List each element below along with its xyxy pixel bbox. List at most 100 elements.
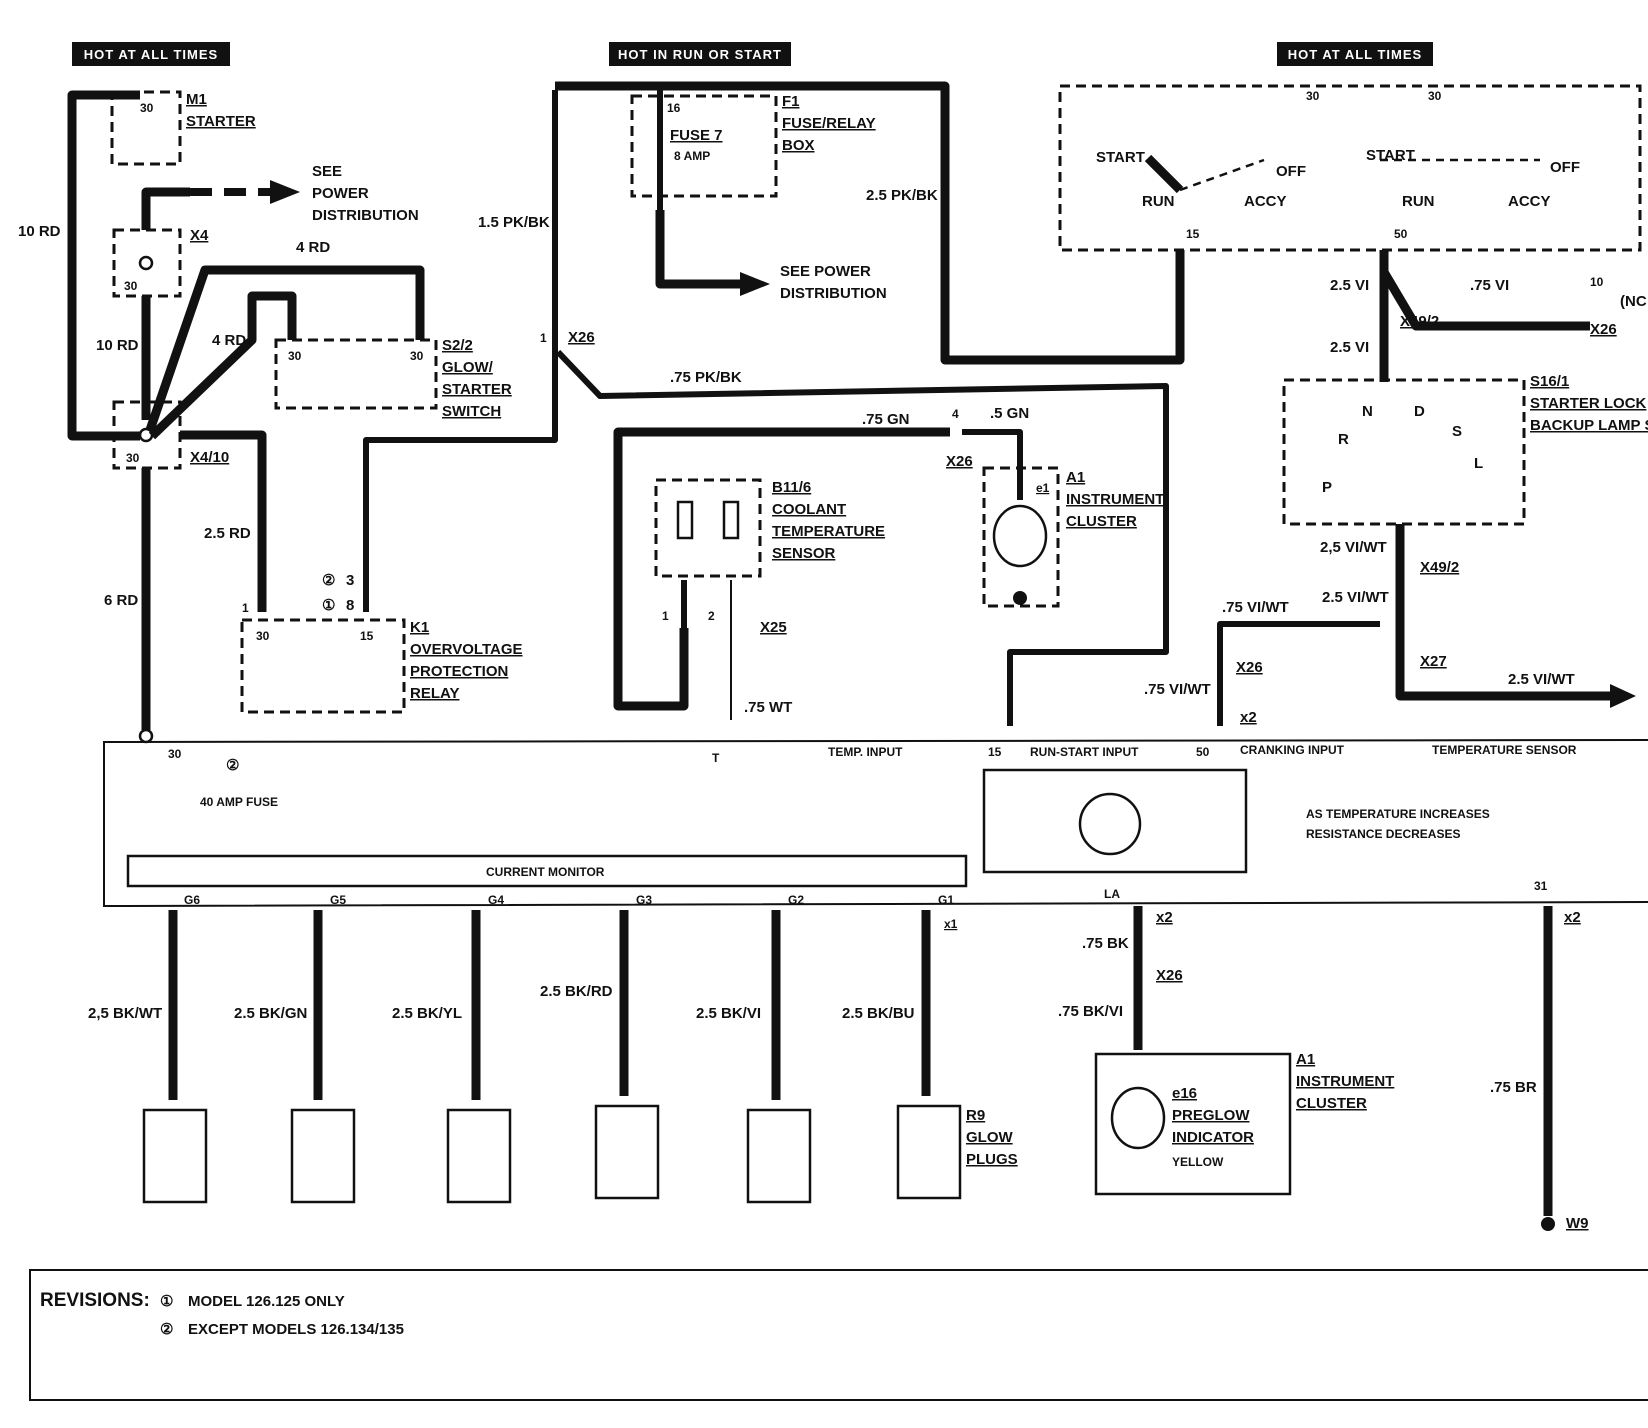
k1-rev1-mark: ①: [322, 597, 335, 614]
see-power-1: SEE: [312, 163, 342, 180]
temp-note-1: AS TEMPERATURE INCREASES: [1306, 807, 1490, 821]
e16-id: e16: [1172, 1085, 1197, 1102]
header-hot-at-all-times-left: HOT AT ALL TIMES: [72, 42, 230, 66]
wire-10rd-outer: [67, 90, 140, 441]
x26-label-e: X26: [1156, 967, 1183, 984]
wire-2-5rd: [180, 430, 267, 612]
x49-2-label-a: X49/2: [1400, 313, 1439, 330]
ground-a1-icon: [1013, 591, 1027, 605]
module-pin15: 15: [988, 745, 1002, 759]
transistor-icon: [1078, 792, 1142, 856]
wire-label-1-5pkbk: 1.5 PK/BK: [478, 214, 550, 231]
x4-10-label: X4/10: [190, 449, 229, 466]
a1-name-top-1: INSTRUMENT: [1066, 491, 1164, 508]
svg-text:HOT AT ALL TIMES: HOT AT ALL TIMES: [84, 47, 218, 62]
svg-text:2.5 BK/VI: 2.5 BK/VI: [696, 1005, 761, 1022]
sw-r: R: [1338, 431, 1349, 448]
ign-switch-dash-a: [1179, 158, 1265, 192]
k1-pin1-num: 1: [242, 601, 249, 615]
x4-label: X4: [190, 227, 209, 244]
svg-text:HOT IN RUN OR START: HOT IN RUN OR START: [618, 47, 782, 62]
ign-off-a: OFF: [1276, 163, 1306, 180]
wire-label-75wt: .75 WT: [744, 699, 792, 716]
revisions-box: [29, 1269, 1648, 1401]
ign-accy-a: ACCY: [1244, 193, 1287, 210]
b116-id: B11/6: [772, 479, 811, 496]
f1-name-2: BOX: [782, 137, 815, 154]
wire-label-10rd-b: 10 RD: [96, 337, 139, 354]
temperature-sensor-label: TEMPERATURE SENSOR: [1432, 743, 1577, 757]
s151-id: S16/1: [1530, 373, 1569, 390]
wire-label-4rd-b: 4 RD: [212, 332, 246, 349]
wire-label-75pkbk: .75 PK/BK: [670, 369, 742, 386]
ign-off-b: OFF: [1550, 159, 1580, 176]
wire-label-75gn: .75 GN: [862, 411, 910, 428]
x26-label-b: X26: [946, 453, 973, 470]
x26-pin4: 4: [952, 407, 959, 421]
a1-name-bottom-1: INSTRUMENT: [1296, 1073, 1394, 1090]
sw-d: D: [1414, 403, 1425, 420]
module-pin50: 50: [1196, 745, 1210, 759]
svg-text:2.5 BK/YL: 2.5 BK/YL: [392, 1005, 462, 1022]
wire-label-75br: .75 BR: [1490, 1079, 1537, 1096]
a1-cluster-bottom-box: [1094, 1052, 1292, 1196]
wire-label-75viwt-a: .75 VI/WT: [1222, 599, 1289, 616]
ground-w9-icon: [1541, 1217, 1555, 1231]
svg-text:G1: G1: [938, 893, 954, 907]
module-pin30-terminal: [138, 728, 154, 744]
glow-plug-4: G4 2.5 BK/YL: [392, 893, 512, 1204]
x4-10-terminal: [138, 427, 154, 443]
k1-pin15: 15: [360, 629, 374, 643]
wire-label-4rd-a: 4 RD: [296, 239, 330, 256]
ign-run-b: RUN: [1402, 193, 1435, 210]
pin-la: LA: [1104, 887, 1120, 901]
x4-10-pin30: 30: [126, 451, 140, 465]
module-pin30: 30: [168, 747, 182, 761]
a1-id-top: A1: [1066, 469, 1085, 486]
svg-text:2.5 BK/RD: 2.5 BK/RD: [540, 983, 613, 1000]
temp-input-label: TEMP. INPUT: [828, 745, 903, 759]
wire-label-75vi: .75 VI: [1470, 277, 1509, 294]
m1-pin30: 30: [140, 101, 154, 115]
wire-label-6rd: 6 RD: [104, 592, 138, 609]
preglow-lamp-icon: [1110, 1086, 1166, 1150]
b116-name-2: TEMPERATURE: [772, 523, 885, 540]
x27-label: X27: [1420, 653, 1447, 670]
s22-id: S2/2: [442, 337, 473, 354]
f1-pin16: 16: [667, 101, 681, 115]
x26-pin1: 1: [540, 331, 547, 345]
see-power2-1: SEE POWER: [780, 263, 871, 280]
ign-accy-b: ACCY: [1508, 193, 1551, 210]
a1-name-bottom-2: CLUSTER: [1296, 1095, 1367, 1112]
x26-label-a: X26: [568, 329, 595, 346]
e16-color: YELLOW: [1172, 1155, 1224, 1169]
s22-pin30a: 30: [288, 349, 302, 363]
fuse7-label: FUSE 7: [670, 127, 723, 144]
f1-box: [630, 94, 778, 198]
k1-pin30: 30: [256, 629, 270, 643]
x49-2-label-b: X49/2: [1420, 559, 1459, 576]
x26-pin10: 10: [1590, 275, 1604, 289]
header-hot-in-run-or-start: HOT IN RUN OR START: [609, 42, 791, 66]
wire-75viwt: [1217, 621, 1380, 726]
k1-pin8: 8: [346, 597, 354, 614]
x1-label: x1: [944, 917, 958, 931]
k1-id: K1: [410, 619, 429, 636]
e1-label: e1: [1036, 481, 1050, 495]
w9-label: W9: [1566, 1215, 1589, 1232]
k1-name-1: OVERVOLTAGE: [410, 641, 523, 658]
x25-label: X25: [760, 619, 787, 636]
arrow-power-dist-icon: [270, 180, 300, 204]
ign-switch-blade-a: [1144, 154, 1184, 194]
wire-label-75bk: .75 BK: [1082, 935, 1129, 952]
ign-start-b: START: [1366, 147, 1415, 164]
k1-name-3: RELAY: [410, 685, 459, 702]
see-power-2: POWER: [312, 185, 369, 202]
r9-name-2: PLUGS: [966, 1151, 1018, 1168]
svg-text:G4: G4: [488, 893, 504, 907]
wire-1-5pkbk: [363, 90, 558, 612]
wire-label-75viwt-b: .75 VI/WT: [1144, 681, 1211, 698]
fuse40-label: 40 AMP FUSE: [200, 795, 278, 809]
s16-1-box: [1282, 378, 1526, 526]
